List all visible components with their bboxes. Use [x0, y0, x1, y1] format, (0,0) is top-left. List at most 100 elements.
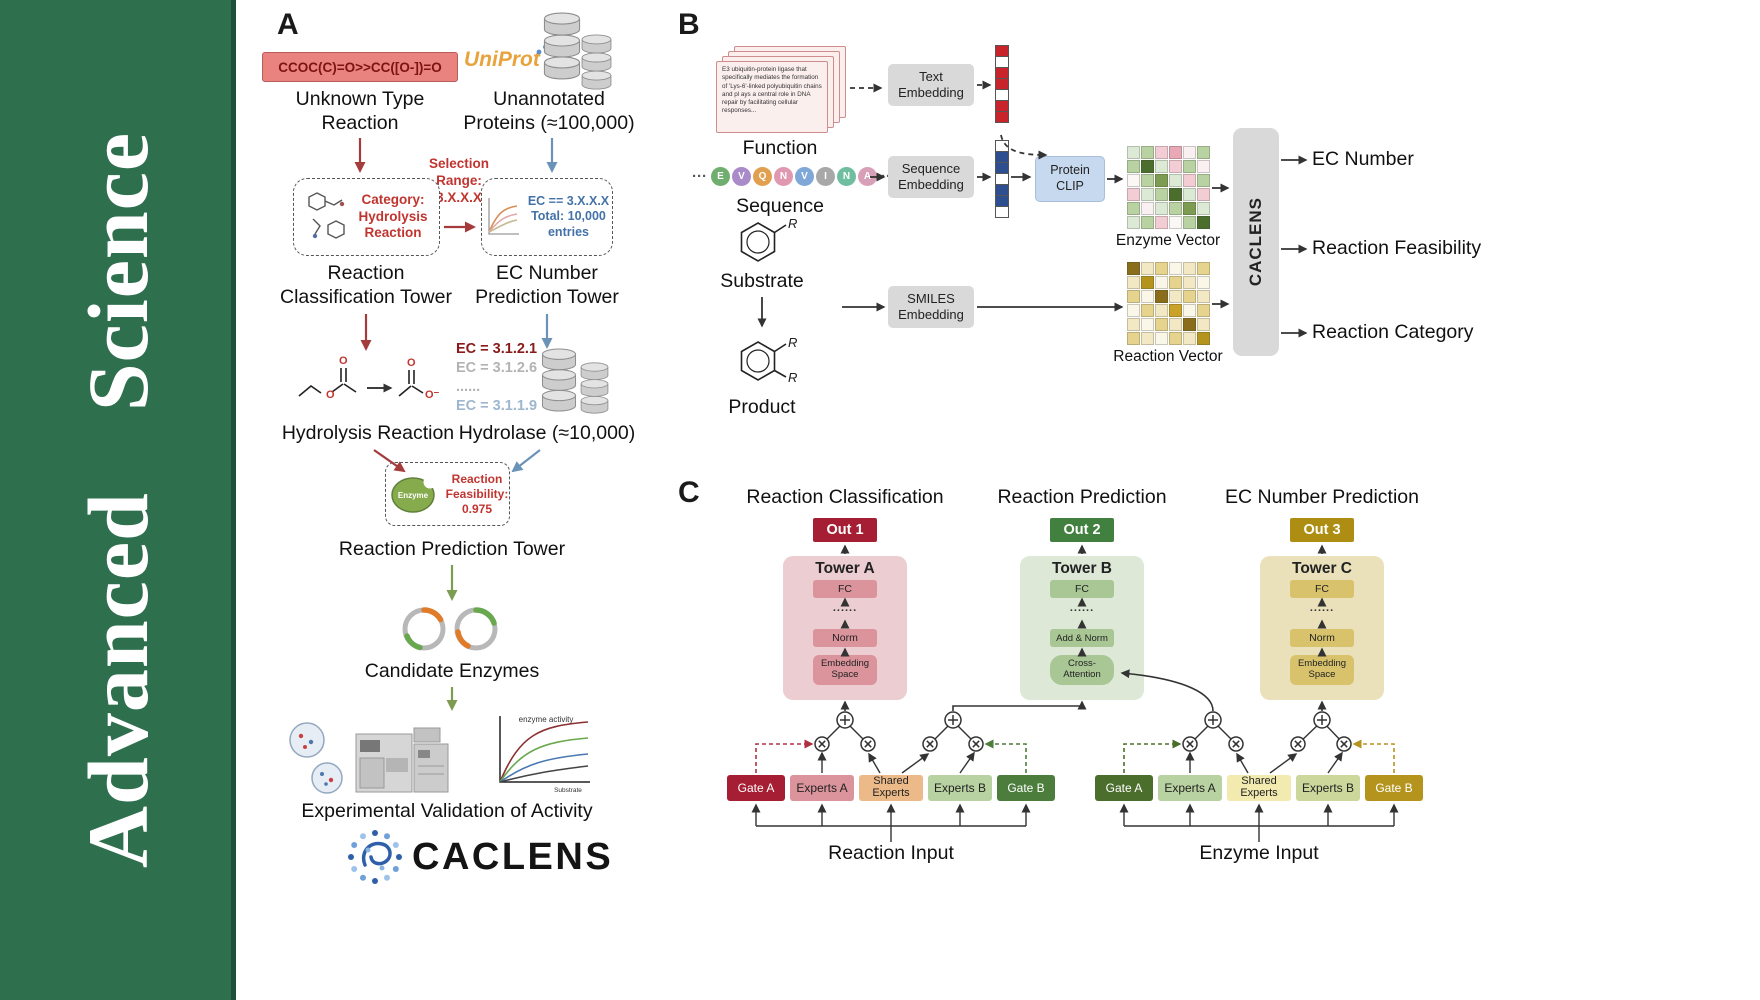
ec-selection-box: EC == 3.X.X.X Total: 10,000 entries [481, 178, 613, 256]
sequence-residue: V [795, 167, 814, 186]
prediction-tower-label: Reaction Prediction Tower [338, 538, 566, 560]
matrix-cell [1169, 304, 1182, 317]
tower-c-title: Tower C [1292, 560, 1352, 577]
sequence-residue: N [837, 167, 856, 186]
matrix-cell [1183, 188, 1196, 201]
matrix-cell [1155, 202, 1168, 215]
sum-multiply-nodes [814, 711, 1352, 752]
matrix-cell [1197, 290, 1210, 303]
matrix-cell [1197, 146, 1210, 159]
matrix-cell [1141, 290, 1154, 303]
matrix-cell [1197, 160, 1210, 173]
uniprot-logo: UniProt [464, 48, 540, 71]
caclens-logo-icon [348, 830, 402, 884]
function-label: Function [742, 137, 818, 159]
svg-text:enzyme activity: enzyme activity [519, 715, 574, 724]
out3-box: Out 3 [1290, 518, 1354, 542]
tower-a-norm: Norm [813, 629, 877, 647]
matrix-cell [1197, 188, 1210, 201]
matrix-cell [1127, 332, 1140, 345]
function-text: E3 ubiquitin-protein ligase that specifi… [722, 66, 822, 115]
experts-a-right-box: Experts A [1158, 775, 1222, 801]
matrix-cell [1169, 262, 1182, 275]
gate-b-right-box: Gate B [1365, 775, 1423, 801]
tower-b-fc: FC [1050, 580, 1114, 598]
matrix-cell [1127, 290, 1140, 303]
matrix-cell [1183, 160, 1196, 173]
candidate-enzymes-label: Candidate Enzymes [364, 660, 540, 682]
tower-a-panel: Tower A FC ...... Norm Embedding Space [783, 556, 907, 700]
hydrolysis-molecules-icon: O O O O⁻ [298, 355, 440, 401]
header-ec-number-prediction: EC Number Prediction [1225, 486, 1419, 508]
matrix-cell [1197, 332, 1210, 345]
ec-item: EC = 3.1.1.9 [456, 398, 538, 414]
product-molecule-icon: R R [740, 335, 797, 385]
matrix-cell [1141, 146, 1154, 159]
sequence-residue: N [774, 167, 793, 186]
matrix-cell [1183, 290, 1196, 303]
matrix-cell [1169, 318, 1182, 331]
sequence-residue: Q [753, 167, 772, 186]
database-icon [579, 362, 610, 414]
database-icon [542, 12, 582, 80]
caclens-model-box: CACLENS [1233, 128, 1279, 356]
out1-box: Out 1 [813, 518, 877, 542]
matrix-cell [1155, 290, 1168, 303]
tower-a-title: Tower A [815, 560, 875, 577]
function-card-front: E3 ubiquitin-protein ligase that specifi… [716, 61, 828, 133]
tower-b-cross-attention: Cross- Attention [1050, 655, 1114, 685]
matrix-cell [1141, 304, 1154, 317]
matrix-cell [1169, 160, 1182, 173]
header-reaction-classification: Reaction Classification [746, 486, 944, 508]
tower-c-norm: Norm [1290, 629, 1354, 647]
enzyme-vector-matrix [1127, 146, 1210, 229]
matrix-cell [1141, 318, 1154, 331]
matrix-cell [1183, 276, 1196, 289]
gate-arrows [755, 739, 1395, 773]
product-label: Product [728, 396, 796, 418]
matrix-cell [1169, 188, 1182, 201]
matrix-cell [1155, 262, 1168, 275]
caclens-wordmark: CACLENS [412, 836, 614, 878]
tower-b-title: Tower B [1052, 560, 1112, 577]
matrix-cell [1141, 216, 1154, 229]
out2-box: Out 2 [1050, 518, 1114, 542]
experts-b-left-box: Experts B [928, 775, 992, 801]
matrix-cell [1183, 202, 1196, 215]
reaction-feasibility-box: Enzyme Reaction Feasibility: 0.975 [385, 462, 510, 526]
gate-b-left-box: Gate B [997, 775, 1055, 801]
hplc-instrument-icon [355, 727, 449, 793]
tower-a-dots: ...... [832, 602, 858, 614]
matrix-cell [1169, 174, 1182, 187]
reaction-vector-matrix [1127, 262, 1210, 345]
svg-text:Enzyme: Enzyme [398, 491, 429, 500]
smiles-embedding-box: SMILES Embedding [888, 286, 974, 328]
sequence-residue: A [858, 167, 877, 186]
svg-text:R: R [788, 216, 797, 231]
svg-text:R: R [788, 370, 797, 385]
matrix-cell [1141, 188, 1154, 201]
matrix-cell [1197, 262, 1210, 275]
output-reaction-feasibility: Reaction Feasibility [1312, 237, 1482, 259]
matrix-cell [1197, 304, 1210, 317]
vector-cell [995, 206, 1009, 218]
matrix-cell [1197, 276, 1210, 289]
ec-item: EC = 3.1.2.6 [456, 360, 538, 376]
panel-a-label: A [277, 8, 299, 41]
experimental-validation-label: Experimental Validation of Activity [301, 800, 593, 822]
text-embedding-box: Text Embedding [888, 64, 974, 106]
substrate-label: Substrate [720, 270, 804, 292]
tower-c-fc: FC [1290, 580, 1354, 598]
matrix-cell [1183, 332, 1196, 345]
matrix-cell [1127, 318, 1140, 331]
matrix-cell [1155, 174, 1168, 187]
experts-a-left-box: Experts A [790, 775, 854, 801]
ec-item: EC = 3.1.2.1 [456, 341, 538, 357]
matrix-cell [1155, 188, 1168, 201]
vector-cell [995, 111, 1009, 123]
hydrolysis-reaction-label: Hydrolysis Reaction [281, 422, 455, 444]
feasibility-label: Reaction Feasibility: 0.975 [445, 471, 509, 516]
gate-a-right-box: Gate A [1095, 775, 1153, 801]
